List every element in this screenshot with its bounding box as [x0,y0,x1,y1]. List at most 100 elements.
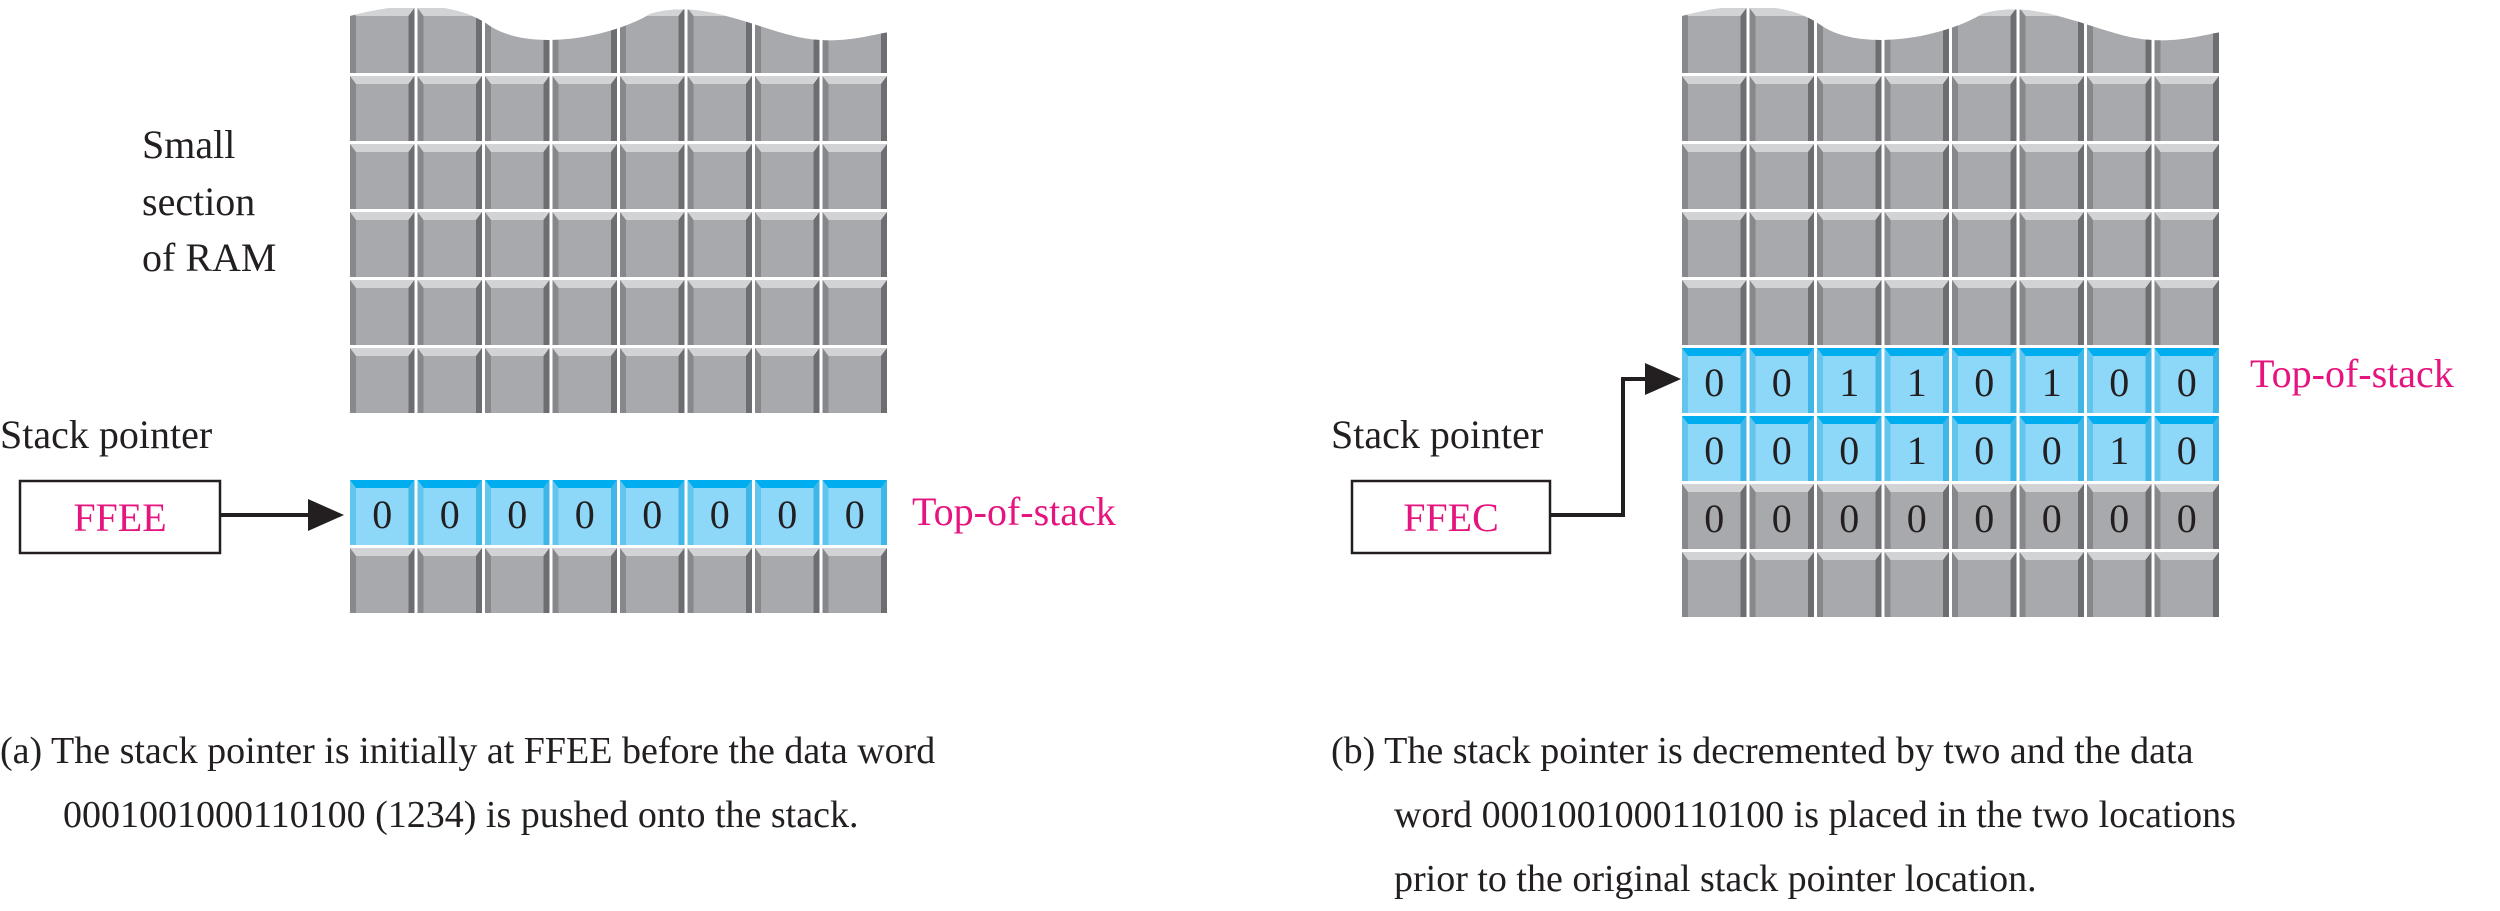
ram-row-4 [1682,280,2219,345]
ram-cell [552,548,617,613]
bit-value: 0 [507,492,527,537]
ram-cell: 0 [1682,484,1747,549]
ram-cell [822,212,887,277]
ram-cell [1682,144,1747,209]
ram-cell [417,8,482,73]
ram-cell: 0 [1749,484,1814,549]
bit-value: 0 [1974,428,1994,473]
ram-cell [687,348,752,413]
ram-label-line-3: of RAM [142,235,276,280]
caption-b-line-1: (b) The stack pointer is decremented by … [1331,730,2194,772]
ram-cell [687,76,752,141]
caption-b-line-2: word 0001001000110100 is placed in the t… [1394,794,2236,836]
ram-row-3 [350,212,887,277]
ram-cell [1952,8,2017,73]
ram-cell [417,76,482,141]
bit-value: 0 [2177,428,2197,473]
ram-cell [687,280,752,345]
stack-pointer-value: FFEE [73,495,166,540]
ram-label-line-2: section [142,179,255,224]
ram-row-1 [1682,76,2219,141]
ram-cell [1884,144,1949,209]
bit-value: 0 [1772,496,1792,541]
ram-cell [2087,76,2152,141]
ram-row-0 [1682,8,2219,73]
bit-value: 0 [777,492,797,537]
ram-cell [1749,552,1814,617]
top-of-stack-label: Top-of-stack [2250,351,2454,396]
ram-cell [1884,8,1949,73]
ram-cell [350,212,415,277]
ram-cell [350,548,415,613]
ram-cell [485,144,550,209]
bit-value: 0 [2177,496,2197,541]
ram-cell [1952,552,2017,617]
stack-pointer-register: FFEC [1350,479,1552,555]
ram-cell [2019,76,2084,141]
ram-row-7 [350,548,887,613]
ram-cell [687,548,752,613]
ram-cell: 0 [1682,348,1747,413]
ram-cell [1817,144,1882,209]
ram-cell: 0 [1817,416,1882,481]
ram-cell [2154,552,2219,617]
ram-cell [1817,212,1882,277]
caption-a: (a) The stack pointer is initially at FF… [0,719,935,847]
ram-row-2 [1682,144,2219,209]
ram-cell [2087,8,2152,73]
ram-row-3 [1682,212,2219,277]
bit-value: 1 [1907,428,1927,473]
ram-cell [822,8,887,73]
ram-cell [485,212,550,277]
ram-row-4 [350,280,887,345]
ram-cell: 0 [552,480,617,545]
ram-cell: 1 [1884,348,1949,413]
ram-cell: 0 [1749,348,1814,413]
ram-cell [1817,280,1882,345]
ram-cell [350,76,415,141]
bit-value: 0 [710,492,730,537]
ram-cell [2087,144,2152,209]
ram-cell [755,76,820,141]
ram-cell [1682,8,1747,73]
ram-cell [2154,212,2219,277]
ram-cell [822,548,887,613]
ram-cell [1817,76,1882,141]
ram-cell [417,348,482,413]
ram-cell [822,144,887,209]
ram-cell [1884,212,1949,277]
ram-cell [2019,280,2084,345]
ram-cell [2154,8,2219,73]
ram-label: Small section of RAM [142,122,276,280]
ram-cell: 0 [1749,416,1814,481]
ram-cell [350,144,415,209]
stack-pointer-label: Stack pointer [1331,412,1543,457]
ram-cell [485,8,550,73]
ram-cell: 0 [2087,484,2152,549]
ram-cell: 0 [1884,484,1949,549]
stack-pointer-value: FFEC [1403,495,1499,540]
bit-value: 0 [642,492,662,537]
bit-value: 0 [575,492,595,537]
caption-b-line-3: prior to the original stack pointer loca… [1394,858,2037,900]
ram-cell [1952,280,2017,345]
ram-cell: 0 [822,480,887,545]
ram-cell [1952,144,2017,209]
stack-pointer-register: FFEE [18,479,222,555]
ram-cell [552,280,617,345]
ram-cell [350,348,415,413]
ram-cell: 0 [2019,416,2084,481]
ram-cell [1682,280,1747,345]
ram-cell: 1 [1884,416,1949,481]
bit-value: 0 [372,492,392,537]
ram-cell: 0 [687,480,752,545]
ram-row-5 [350,348,887,413]
ram-cell: 0 [2019,484,2084,549]
bit-value: 0 [1772,428,1792,473]
ram-cell: 0 [2154,348,2219,413]
